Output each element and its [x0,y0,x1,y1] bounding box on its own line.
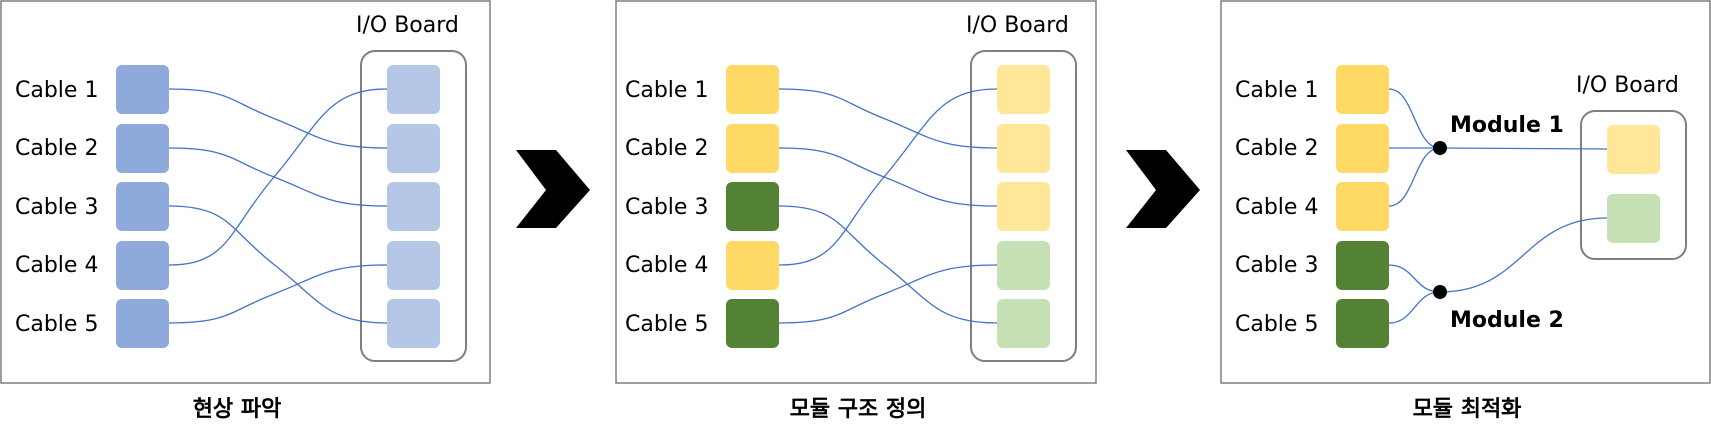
io-port [387,182,440,231]
io-port [997,182,1050,231]
cable-label: Cable 1 [625,78,708,103]
cable-label: Cable 5 [15,312,98,337]
io-board-title: I/O Board [356,13,459,38]
cable-label: Cable 3 [1235,253,1318,278]
connection-wire [168,88,388,266]
io-port [997,124,1050,173]
connection-wire [1388,264,1441,293]
cable-block [116,241,169,290]
io-port [387,124,440,173]
io-port [1607,194,1660,243]
io-board-outline-1 [360,50,467,362]
arrow-right-icon [1126,150,1200,228]
cable-block [726,124,779,173]
connection-wire [168,264,388,324]
arrow-right-icon [516,150,590,228]
module-label: Module 1 [1450,113,1564,138]
cable-label: Cable 4 [1235,195,1318,220]
connection-wire [168,147,388,207]
module-label: Module 2 [1450,308,1564,333]
io-board-outline-3 [1580,110,1687,260]
panel-frame-3 [1220,0,1711,384]
io-port [997,65,1050,114]
cable-block [116,182,169,231]
connection-wire [1439,147,1608,150]
panel-caption: 모듈 최적화 [1413,397,1522,422]
connection-wire [1388,147,1441,207]
connection-wire [1388,88,1441,149]
cable-label: Cable 3 [625,195,708,220]
cable-label: Cable 2 [15,136,98,161]
module-junction-dot [1433,141,1447,155]
io-port [997,241,1050,290]
cable-block [1336,65,1389,114]
cable-label: Cable 2 [1235,136,1318,161]
cable-block [726,241,779,290]
io-port [387,241,440,290]
connection-wire [1439,217,1608,293]
cable-block [116,65,169,114]
panel-caption: 모듈 구조 정의 [790,397,927,422]
connection-wire [778,147,998,207]
io-port [387,299,440,348]
cable-label: Cable 1 [15,78,98,103]
cable-label: Cable 1 [1235,78,1318,103]
io-board-title: I/O Board [966,13,1069,38]
io-board-title: I/O Board [1576,73,1679,98]
cable-label: Cable 4 [15,253,98,278]
cable-block [726,182,779,231]
connection-wire [1388,291,1441,324]
cable-block [1336,124,1389,173]
io-port [387,65,440,114]
cable-label: Cable 4 [625,253,708,278]
panel-frame-1 [0,0,491,384]
io-board-outline-2 [970,50,1077,362]
cable-label: Cable 5 [1235,312,1318,337]
connection-wire [168,205,388,324]
cable-block [1336,182,1389,231]
connection-wire [778,88,998,266]
module-junction-dot [1433,285,1447,299]
connection-wire [778,264,998,324]
cable-label: Cable 5 [625,312,708,337]
wires-panel-2 [778,88,998,324]
io-port [1607,125,1660,174]
wires-panel-1 [168,88,388,324]
cable-block [726,299,779,348]
panel-frame-2 [615,0,1097,384]
panel-caption: 현상 파악 [193,397,282,422]
cable-label: Cable 3 [15,195,98,220]
cable-block [1336,241,1389,290]
connection-wire [168,88,388,149]
connection-wire [778,88,998,149]
cable-block [1336,299,1389,348]
cable-block [726,65,779,114]
connection-wire [778,205,998,324]
cable-block [116,299,169,348]
io-port [997,299,1050,348]
cable-block [116,124,169,173]
cable-label: Cable 2 [625,136,708,161]
